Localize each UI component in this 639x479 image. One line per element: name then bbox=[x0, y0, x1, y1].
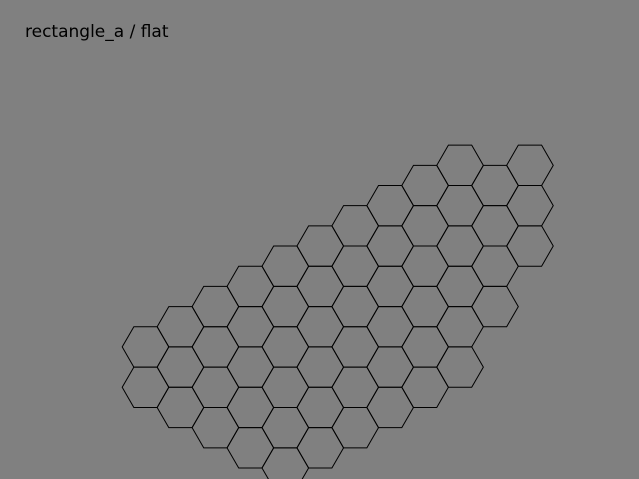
page-title: rectangle_a / flat bbox=[25, 22, 169, 42]
hex-cell bbox=[471, 164, 519, 207]
hex-cell bbox=[156, 346, 205, 388]
hex-cell bbox=[331, 245, 380, 287]
hex-cell bbox=[506, 225, 554, 267]
hex-cell bbox=[191, 285, 240, 328]
hex-cell bbox=[471, 245, 519, 287]
hex-cell bbox=[506, 185, 554, 227]
hex-cell bbox=[331, 366, 380, 408]
hex-cell bbox=[191, 406, 240, 449]
hex-cell bbox=[156, 386, 205, 429]
hex-cell bbox=[226, 346, 275, 388]
hex-cell bbox=[506, 144, 554, 186]
hex-cell bbox=[366, 265, 415, 308]
hex-cell bbox=[261, 285, 310, 328]
hex-cell bbox=[401, 164, 449, 207]
hex-cell bbox=[156, 306, 205, 348]
hex-cell bbox=[401, 366, 449, 408]
hex-cell bbox=[366, 225, 415, 267]
hex-cell bbox=[226, 306, 275, 348]
hex-cell bbox=[366, 185, 415, 227]
hex-cell bbox=[331, 285, 380, 328]
hex-cell bbox=[261, 406, 310, 449]
hex-cell bbox=[296, 386, 345, 429]
hex-cell bbox=[226, 427, 275, 469]
hex-cell bbox=[331, 205, 380, 247]
hex-cell bbox=[296, 265, 345, 308]
hex-cell bbox=[436, 306, 484, 348]
hex-cell bbox=[261, 326, 310, 368]
hex-cell bbox=[436, 346, 484, 388]
hex-cell bbox=[226, 386, 275, 429]
hex-cell bbox=[261, 366, 310, 408]
hex-cell bbox=[331, 406, 380, 449]
hex-cell bbox=[121, 366, 170, 408]
hex-cell bbox=[401, 285, 449, 328]
hex-cell bbox=[401, 326, 449, 368]
hex-cell bbox=[296, 225, 345, 267]
hex-cell bbox=[296, 427, 345, 469]
hex-cell bbox=[331, 326, 380, 368]
hex-cell bbox=[296, 306, 345, 348]
hex-cell bbox=[366, 386, 415, 429]
hex-cell bbox=[261, 447, 310, 479]
hex-cell bbox=[471, 205, 519, 247]
hex-cell bbox=[436, 225, 484, 267]
hex-cell bbox=[401, 205, 449, 247]
hex-cell bbox=[366, 346, 415, 388]
hex-cell bbox=[191, 366, 240, 408]
hex-cell bbox=[471, 285, 519, 328]
hex-cell bbox=[121, 326, 170, 368]
hex-cell bbox=[436, 185, 484, 227]
hex-cell bbox=[226, 265, 275, 308]
hex-cell bbox=[436, 144, 484, 186]
hex-cell bbox=[191, 326, 240, 368]
hex-cell bbox=[366, 306, 415, 348]
hex-cell bbox=[261, 245, 310, 287]
hex-cell bbox=[296, 346, 345, 388]
hex-cell bbox=[401, 245, 449, 287]
hex-cell bbox=[436, 265, 484, 308]
